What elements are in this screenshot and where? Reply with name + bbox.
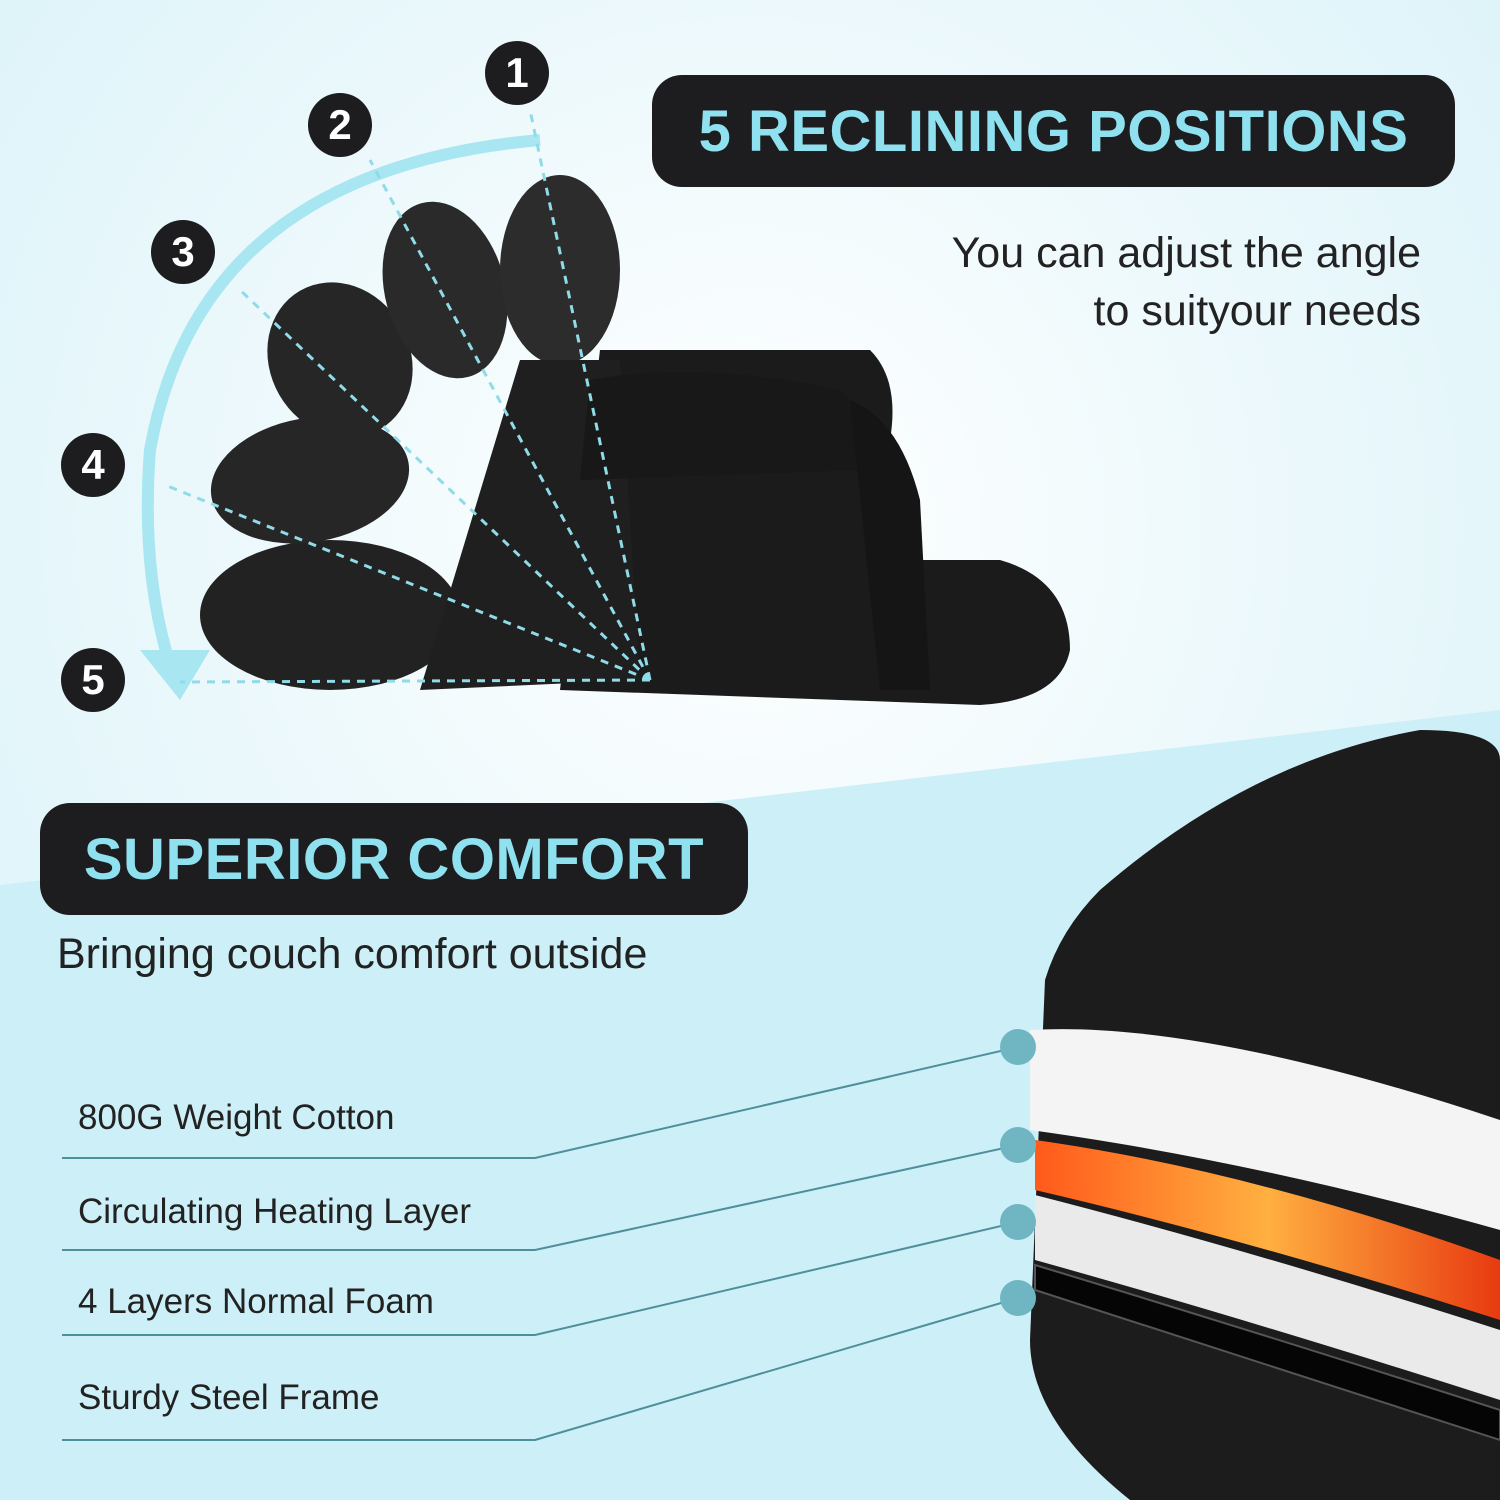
layer-dots [1000, 1029, 1036, 1316]
cushion-cross-section-image [1030, 730, 1500, 1500]
position-5-badge: 5 [61, 648, 125, 712]
recliner-chair-image [200, 175, 1070, 705]
layer-label-frame: Sturdy Steel Frame [78, 1378, 380, 1417]
comfort-subtitle: Bringing couch comfort outside [57, 930, 648, 978]
position-1-badge: 1 [485, 41, 549, 105]
layer-label-cotton: 800G Weight Cotton [78, 1098, 395, 1137]
angle-guide-lines [164, 109, 652, 684]
layer-label-heating: Circulating Heating Layer [78, 1192, 471, 1231]
position-2-badge: 2 [308, 93, 372, 157]
layer-label-foam: 4 Layers Normal Foam [78, 1282, 434, 1321]
comfort-title: SUPERIOR COMFORT [40, 803, 748, 915]
position-4-badge: 4 [61, 433, 125, 497]
subtitle-line-2: to suityour needs [1093, 287, 1421, 335]
reclining-subtitle: You can adjust the angle to suityour nee… [952, 224, 1421, 340]
reclining-title: 5 RECLINING POSITIONS [652, 75, 1455, 187]
position-3-badge: 3 [151, 220, 215, 284]
recline-arc-arrow [140, 134, 541, 700]
feature-leader-lines [62, 1046, 1019, 1441]
subtitle-line-1: You can adjust the angle [951, 229, 1421, 277]
